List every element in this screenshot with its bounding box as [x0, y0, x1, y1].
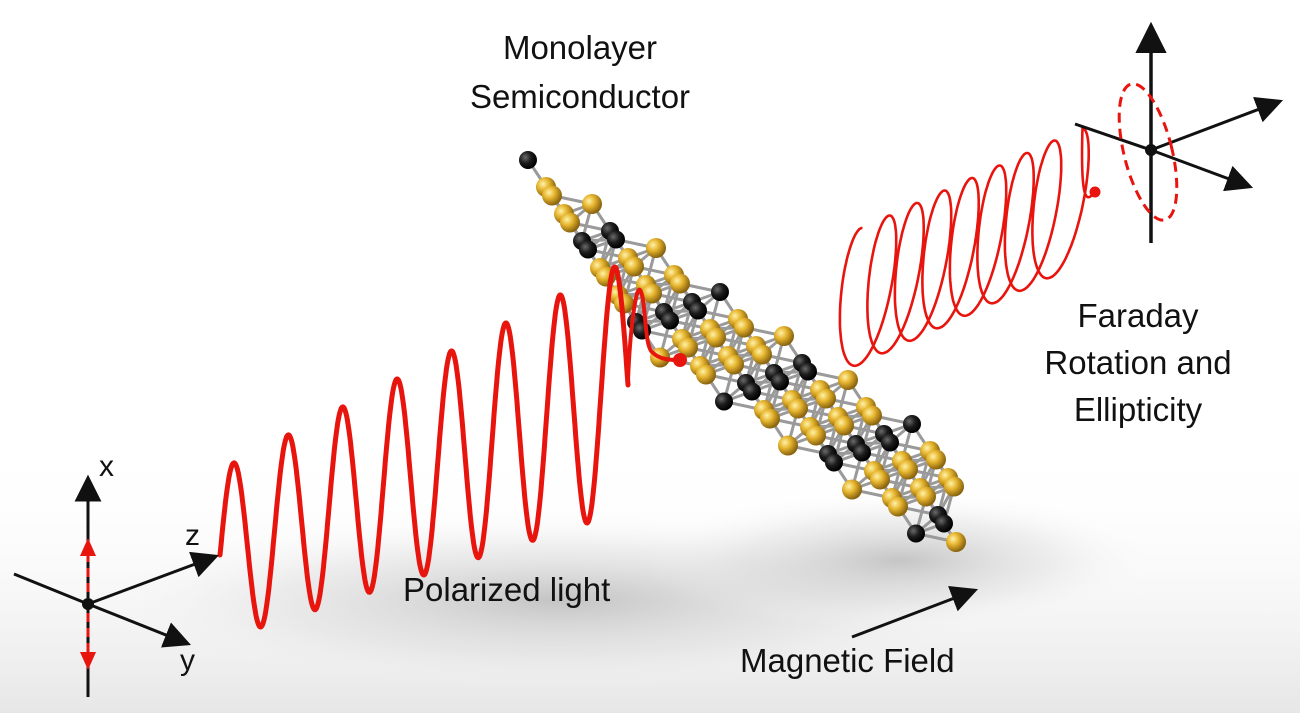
chalcogen-atom — [678, 337, 698, 358]
metal-atom — [825, 453, 843, 472]
metal-atom — [715, 392, 733, 411]
input-axes: x y z — [13, 450, 220, 697]
polarization-arrow-down — [80, 652, 96, 670]
z-axis-label: z — [185, 519, 200, 552]
chalcogen-atom — [898, 459, 918, 480]
chalcogen-atom — [582, 194, 602, 214]
chalcogen-atom — [624, 256, 644, 277]
wave-sample-point — [673, 353, 687, 367]
chalcogen-atom — [946, 532, 966, 552]
metal-atom — [907, 524, 925, 543]
faraday-label-line3: Ellipticity — [1074, 391, 1203, 428]
faraday-label-line1: Faraday — [1077, 297, 1199, 334]
polarization-ellipse — [1117, 82, 1179, 222]
chalcogen-atom — [838, 370, 858, 390]
magnetic-field-label: Magnetic Field — [740, 642, 955, 679]
chalcogen-atom — [888, 496, 908, 517]
z-axis-arrow — [87, 551, 220, 606]
output-axes — [1074, 21, 1284, 243]
helix-end-point — [1089, 186, 1101, 198]
chalcogen-atom — [778, 435, 798, 456]
metal-atom — [881, 433, 899, 452]
polarized-light-label: Polarized light — [403, 571, 610, 608]
chalcogen-atom — [862, 405, 882, 426]
metal-atom — [853, 443, 871, 462]
metal-atom — [903, 415, 921, 433]
semiconductor-label-line1: Monolayer — [503, 29, 657, 66]
wave-through-sample — [626, 287, 682, 382]
chalcogen-atom — [788, 398, 808, 419]
polarized-light-wave — [217, 264, 631, 630]
monolayer-lattice — [519, 151, 966, 552]
chalcogen-atom — [696, 364, 716, 385]
metal-atom — [607, 230, 625, 249]
output-axis-back — [1074, 122, 1152, 152]
metal-atom — [935, 514, 953, 533]
metal-atom — [661, 311, 679, 330]
metal-atom — [689, 301, 707, 320]
axes-origin — [82, 598, 94, 610]
chalcogen-atom — [670, 273, 690, 294]
chalcogen-atom — [870, 469, 890, 490]
chalcogen-atom — [944, 476, 964, 497]
chalcogen-atom — [560, 212, 580, 233]
metal-atom — [799, 362, 817, 381]
chalcogen-atom — [774, 326, 794, 346]
y-axis-back — [13, 572, 89, 606]
chalcogen-atom — [724, 354, 744, 375]
magnetic-field-arrow — [851, 586, 979, 639]
metal-atom — [743, 382, 761, 401]
output-axes-origin — [1145, 144, 1157, 156]
chalcogen-atom — [842, 479, 862, 500]
y-axis-label: y — [180, 644, 195, 677]
metal-atom — [711, 283, 729, 301]
output-axis-arrow-lower — [1150, 148, 1254, 192]
chalcogen-atom — [642, 283, 662, 304]
chalcogen-atom — [706, 327, 726, 348]
chalcogen-atom — [646, 238, 666, 258]
chalcogen-atom — [926, 449, 946, 470]
y-axis-arrow — [87, 602, 192, 648]
metal-atom — [579, 240, 597, 259]
faraday-label-line2: Rotation and — [1044, 344, 1231, 381]
chalcogen-atom — [816, 388, 836, 409]
chalcogen-atom — [916, 486, 936, 507]
lattice-shadow — [640, 490, 1160, 630]
chalcogen-atom — [760, 408, 780, 429]
chalcogen-atom — [734, 317, 754, 338]
metal-atom — [771, 372, 789, 391]
x-axis-label: x — [99, 450, 114, 483]
chalcogen-atom — [834, 415, 854, 436]
elliptical-light-helix — [838, 126, 1096, 368]
metal-atom — [519, 151, 537, 169]
chalcogen-atom — [752, 344, 772, 365]
chalcogen-atom — [542, 185, 562, 206]
chalcogen-atom — [806, 425, 826, 446]
semiconductor-label-line2: Semiconductor — [470, 78, 690, 115]
output-axis-arrow-upper — [1150, 97, 1284, 152]
polarization-arrow-up — [80, 538, 96, 556]
